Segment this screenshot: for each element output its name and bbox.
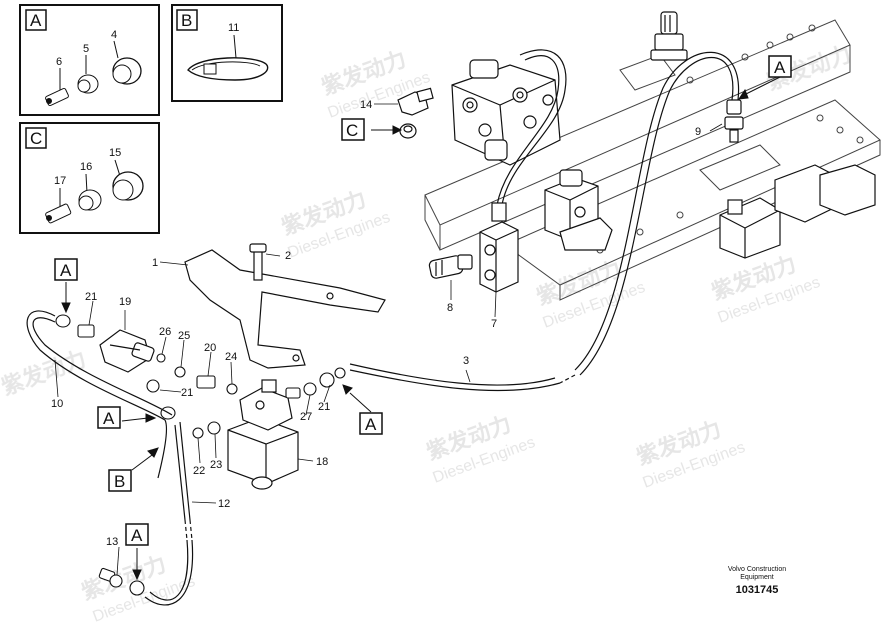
part-label: 6 (56, 56, 62, 68)
part-label: 26 (159, 326, 171, 338)
bracket-1 (184, 243, 386, 369)
part-numbers: 1 2 3 7 8 9 10 12 13 14 18 19 20 21 21 2… (51, 99, 701, 548)
part-label: 22 (193, 465, 205, 477)
part-label: 21 (85, 291, 97, 303)
solenoid-valve (544, 169, 613, 251)
publisher-line1: Volvo Construction (728, 566, 786, 573)
footer: Volvo Construction Equipment 1031745 (728, 566, 786, 596)
part-label: 25 (178, 330, 190, 342)
part-label: 2 (285, 250, 291, 262)
leader-lines (54, 103, 723, 576)
callout-letter: A (60, 261, 72, 280)
olive-ring-icon (78, 189, 102, 211)
part-label: 5 (83, 43, 89, 55)
hose-10 (26, 310, 173, 479)
part-label: 14 (360, 99, 372, 111)
callout-box: A (359, 412, 383, 435)
callout-letter: A (103, 409, 115, 428)
publisher-line2: Equipment (740, 574, 774, 581)
part-label: 11 (228, 22, 239, 34)
part-label: 15 (109, 147, 121, 159)
callout-box: A (54, 258, 78, 281)
part-label: 13 (106, 536, 118, 548)
pipe-insert-icon (45, 203, 72, 224)
valve-block (451, 59, 561, 166)
part-label: 19 (119, 296, 131, 308)
part-label: 21 (181, 387, 193, 399)
part-label: 10 (51, 398, 63, 410)
callout-box: A (97, 406, 121, 429)
part-label: 1 (152, 257, 158, 269)
callout-letter: A (774, 58, 786, 77)
part-label: 17 (54, 175, 66, 187)
part-label: 3 (463, 355, 469, 367)
hose-12 (144, 421, 194, 606)
legend-box-c: C 17 16 15 (19, 122, 160, 234)
callout-box: C (341, 118, 365, 141)
part-label: 7 (491, 318, 497, 330)
part-label: 12 (218, 498, 230, 510)
part-label: 4 (111, 29, 117, 41)
part-label: 9 (695, 126, 701, 138)
solenoid-valve-18 (227, 379, 299, 490)
solenoid-valve (719, 164, 876, 259)
hose-3 (349, 51, 740, 392)
fittings-row (55, 314, 346, 439)
part-label: 18 (316, 456, 328, 468)
part-label: 8 (447, 302, 453, 314)
part-label: 27 (300, 411, 312, 423)
cable-tie-icon (187, 57, 269, 81)
part-label: 23 (210, 459, 222, 471)
olive-ring-icon (77, 74, 99, 94)
union-nut-icon (112, 57, 142, 85)
callout-letter: A (365, 415, 377, 434)
callout-box: B (108, 469, 132, 492)
hose-upper-left (491, 49, 567, 222)
legend-letter: B (181, 11, 192, 30)
callout-boxes: A A A A A B C (54, 55, 792, 546)
document-number: 1031745 (736, 584, 779, 596)
legend-box-a: A 6 5 4 (19, 4, 160, 116)
pressure-switch-19 (99, 329, 155, 373)
legend-letter: A (30, 11, 42, 30)
regulator (650, 11, 688, 61)
part-label: 20 (204, 342, 216, 354)
legend-box-b: B 11 (171, 4, 283, 102)
union-nut-icon (112, 171, 144, 201)
pressure-sensor (428, 221, 519, 293)
part-label: 16 (80, 161, 92, 173)
callout-letter: A (131, 526, 143, 545)
fitting-9 (724, 99, 744, 143)
fitting-13 (98, 567, 145, 596)
elbow-fitting (397, 87, 434, 139)
callout-letter: C (346, 121, 358, 140)
callout-box: A (768, 55, 792, 78)
callout-arrows (61, 76, 781, 581)
machine-frame (424, 19, 881, 301)
part-label: 21 (318, 401, 330, 413)
callout-box: A (125, 523, 149, 546)
pipe-insert-icon (45, 87, 69, 107)
callout-letter: B (114, 472, 125, 491)
legend-letter: C (30, 129, 42, 148)
part-label: 24 (225, 351, 237, 363)
